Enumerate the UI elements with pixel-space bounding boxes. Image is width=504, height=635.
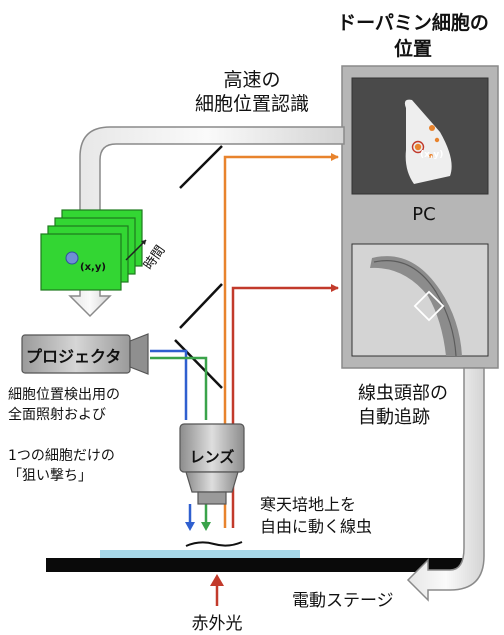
green-light-path — [150, 356, 208, 420]
infrared-label: 赤外光 — [191, 614, 243, 634]
pc-panel — [341, 65, 499, 369]
frames-xy-label: (x,y) — [80, 262, 106, 273]
cell-dot — [65, 251, 79, 265]
agar-worm-label: 寒天培地上を 自由に動く線虫 — [260, 495, 373, 536]
projector-label: プロジェクタ — [26, 347, 122, 366]
image-frames-stack — [40, 209, 143, 291]
worm-head-shape — [404, 99, 452, 184]
worm-tracking-label: 線虫頭部の 自動追跡 — [358, 383, 448, 428]
blue-light-path — [150, 349, 188, 420]
mirror-top — [179, 145, 223, 189]
pc-label: PC — [412, 204, 436, 225]
lens-label: レンズ — [189, 448, 235, 466]
time-arrow — [125, 239, 147, 261]
fast-recognition-label: 高速の 細胞位置認識 — [194, 69, 309, 115]
orange-light-path — [223, 153, 339, 528]
projector — [21, 333, 149, 375]
worm-line — [185, 541, 243, 547]
red-light-path — [231, 284, 339, 528]
illumination-label: 細胞位置検出用の 全面照射および — [8, 387, 120, 423]
agar-plate — [100, 550, 300, 558]
screen-xy-label: (x,y) — [420, 150, 444, 160]
mirror-mid — [179, 283, 223, 329]
targeting-label: 1つの細胞だけの 「狙い撃ち」 — [8, 448, 115, 484]
dopamine-position-label: ドーパミン細胞の 位置 — [337, 12, 489, 60]
tracking-box — [413, 290, 445, 322]
stage-label: 電動ステージ — [292, 591, 394, 611]
objective-lens — [179, 423, 245, 505]
mirror-projector — [174, 339, 223, 389]
target-cell-circle — [411, 140, 425, 154]
stage-feedback-arrow — [406, 367, 485, 602]
motor-stage — [46, 558, 464, 572]
